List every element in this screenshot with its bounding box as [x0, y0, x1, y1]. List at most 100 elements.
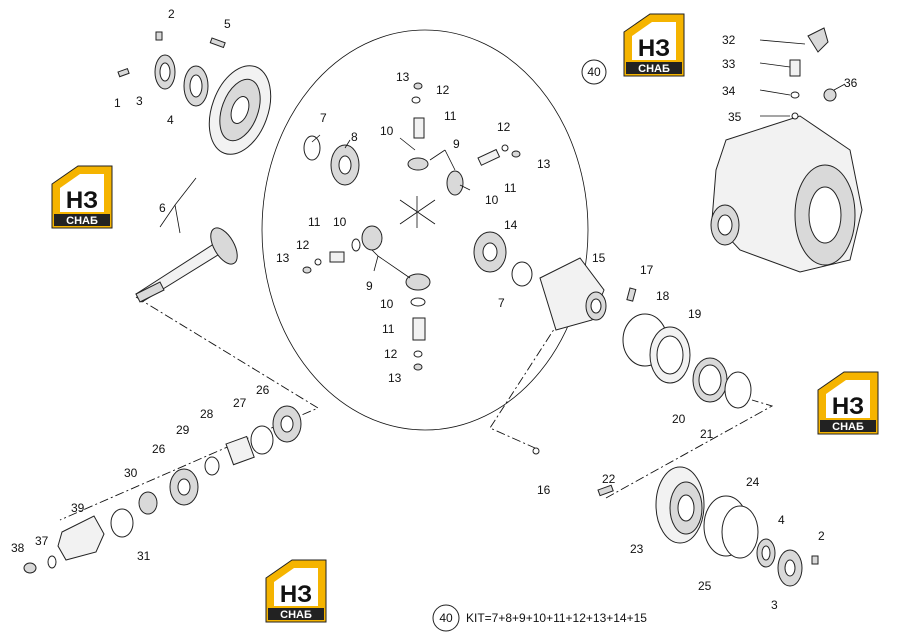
washer — [314, 258, 322, 266]
pinion-gear — [446, 170, 464, 196]
carrier-housing — [655, 466, 705, 544]
callout-37: 37 — [35, 534, 49, 548]
side-gear — [330, 144, 360, 186]
differential-case — [539, 257, 607, 331]
leader — [159, 177, 197, 234]
callout-2: 2 — [818, 529, 825, 543]
pin — [412, 317, 426, 341]
callout-13: 13 — [388, 371, 402, 385]
pin — [413, 117, 425, 139]
callout-2: 2 — [168, 7, 175, 21]
pinion-shaft — [135, 227, 238, 303]
logo-mark: НЗ — [280, 581, 312, 608]
callout-3: 3 — [771, 598, 778, 612]
callout-1: 1 — [114, 96, 121, 110]
fitting — [789, 59, 801, 77]
washer — [501, 144, 509, 152]
nut — [413, 363, 423, 371]
callout-5: 5 — [224, 17, 231, 31]
callout-32: 32 — [722, 33, 736, 47]
kit-legend-text: KIT=7+8+9+10+11+12+13+14+15 — [466, 611, 647, 625]
thrust-washer — [351, 238, 361, 252]
callout-13: 13 — [537, 157, 551, 171]
axis-line — [605, 399, 774, 499]
bolt — [117, 67, 130, 78]
leader — [371, 249, 411, 279]
callout-23: 23 — [630, 542, 644, 556]
axle-housing — [710, 115, 863, 273]
logo-caption: СНАБ — [66, 215, 98, 227]
seal — [692, 357, 728, 403]
callout-11: 11 — [308, 215, 321, 229]
thrust-washer — [303, 135, 321, 161]
callout-27: 27 — [233, 396, 247, 410]
thrust-washer — [410, 297, 426, 307]
axis-point — [532, 447, 540, 455]
callout-30: 30 — [124, 466, 138, 480]
pin — [477, 148, 501, 166]
callout-19: 19 — [688, 307, 702, 321]
callout-40: 40 — [587, 65, 601, 79]
pinion-gear — [405, 273, 431, 291]
callout-24: 24 — [746, 475, 760, 489]
callout-4: 4 — [778, 513, 785, 527]
bearing — [756, 538, 776, 568]
callout-25: 25 — [698, 579, 712, 593]
axis-line — [489, 319, 561, 449]
snap-ring — [724, 371, 752, 409]
logo-caption: СНАБ — [832, 421, 864, 433]
side-gear — [473, 231, 507, 273]
nut — [811, 555, 819, 565]
callout-21: 21 — [700, 427, 714, 441]
thrust-washer — [511, 261, 533, 287]
callout-12: 12 — [384, 347, 398, 361]
callout-33: 33 — [722, 57, 736, 71]
callout-3: 3 — [136, 94, 143, 108]
pin — [329, 251, 345, 263]
logo-mark: НЗ — [638, 35, 670, 62]
washer — [47, 555, 57, 569]
callout-11: 11 — [444, 109, 457, 123]
kit-boundary — [261, 29, 589, 431]
ring-bearing — [649, 326, 691, 384]
callout-16: 16 — [537, 483, 551, 497]
logo-caption: СНАБ — [638, 63, 670, 75]
callout-6: 6 — [159, 201, 166, 215]
kit-legend-circle — [432, 604, 460, 632]
brand-logo: НЗ СНАБ — [51, 165, 113, 229]
callout-31: 31 — [137, 549, 151, 563]
callout-10: 10 — [380, 297, 394, 311]
callout-8: 8 — [351, 130, 358, 144]
pinion-gear — [361, 225, 383, 251]
nut — [138, 491, 158, 515]
nut — [413, 82, 423, 90]
callout-13: 13 — [276, 251, 290, 265]
callout-35: 35 — [728, 110, 742, 124]
yoke-flange — [57, 515, 105, 561]
washer — [413, 350, 423, 358]
leader — [759, 39, 846, 117]
seal-ring — [721, 505, 759, 559]
brand-logo: НЗ СНАБ — [817, 371, 879, 435]
callout-4: 4 — [167, 113, 174, 127]
callout-13: 13 — [396, 70, 410, 84]
callout-12: 12 — [296, 238, 310, 252]
callout-17: 17 — [640, 263, 654, 277]
spur-gear — [154, 54, 176, 90]
bolt — [209, 37, 226, 49]
callout-34: 34 — [722, 84, 736, 98]
nut — [155, 31, 163, 41]
callout-9: 9 — [366, 279, 373, 293]
pinion-gear — [407, 157, 429, 171]
callout-15: 15 — [592, 251, 606, 265]
breather — [807, 27, 829, 53]
washer — [411, 96, 421, 104]
brand-logo: НЗ СНАБ — [265, 559, 327, 623]
bearing — [272, 405, 302, 443]
callout-11: 11 — [504, 181, 517, 195]
callout-10: 10 — [485, 193, 499, 207]
callout-18: 18 — [656, 289, 670, 303]
washer — [790, 91, 800, 99]
